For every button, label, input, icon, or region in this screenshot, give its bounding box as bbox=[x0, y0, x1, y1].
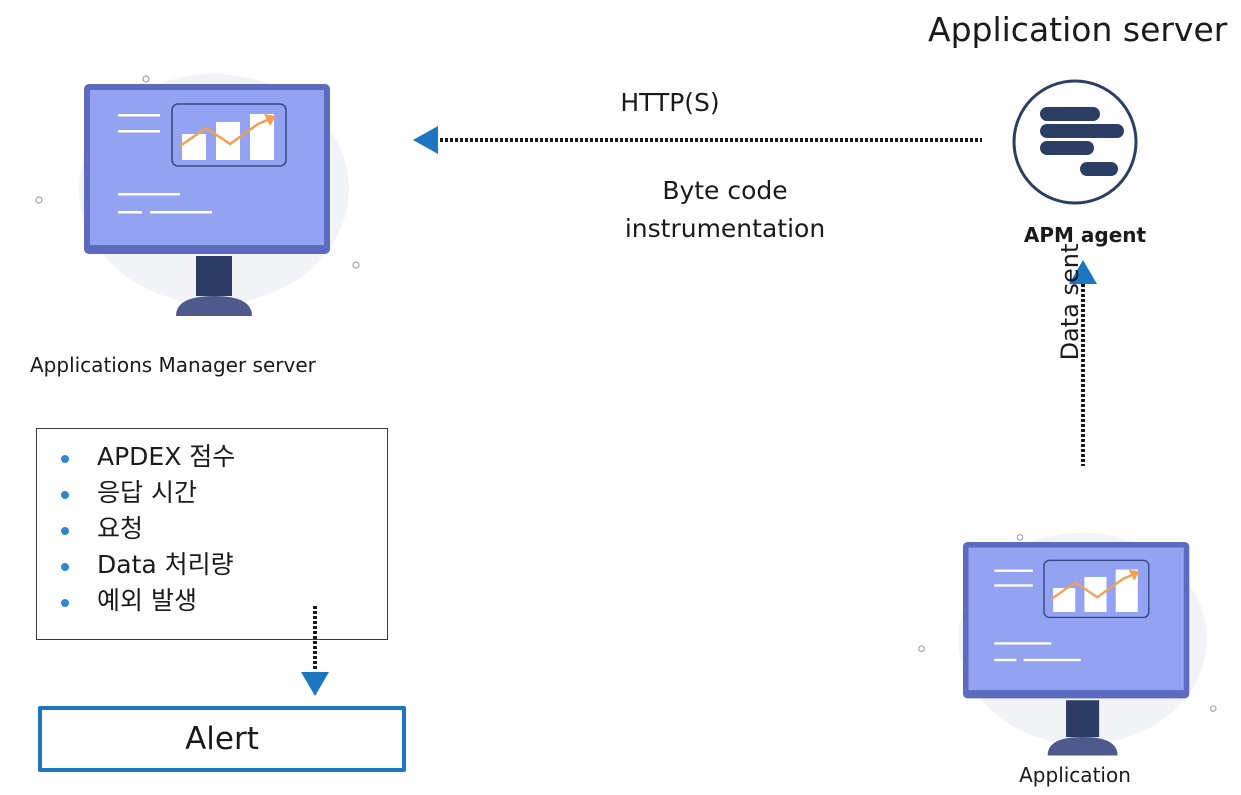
application-monitor-icon bbox=[917, 531, 1218, 757]
metric-item: 응답 시간 bbox=[61, 475, 387, 511]
arrow-down-icon bbox=[301, 606, 329, 696]
http-label: HTTP(S) bbox=[620, 88, 720, 117]
arrow-up-icon bbox=[1069, 260, 1097, 466]
metric-item: APDEX 점수 bbox=[61, 439, 387, 475]
bullet-icon bbox=[61, 527, 69, 535]
metric-label: APDEX 점수 bbox=[97, 442, 236, 471]
apps-manager-label: Applications Manager server bbox=[30, 353, 316, 377]
bytecode-instrumentation-label: Byte code instrumentation bbox=[590, 172, 860, 248]
metric-label: Data 처리량 bbox=[97, 550, 234, 579]
apm-agent-label: APM agent bbox=[1023, 223, 1147, 247]
apm-agent-logo-icon bbox=[1012, 79, 1138, 205]
application-server-title: Application server bbox=[928, 10, 1228, 49]
alert-box: Alert bbox=[38, 706, 406, 772]
metric-label: 예외 발생 bbox=[97, 586, 197, 615]
bullet-icon bbox=[61, 455, 69, 463]
bci-line-2: instrumentation bbox=[624, 214, 826, 243]
application-label: Application bbox=[1019, 763, 1131, 787]
bullet-icon bbox=[61, 563, 69, 571]
metric-label: 응답 시간 bbox=[97, 478, 197, 507]
metric-item: Data 처리량 bbox=[61, 547, 387, 583]
metric-item: 요청 bbox=[61, 511, 387, 547]
metrics-list-box: APDEX 점수 응답 시간 요청 Data 처리량 예외 발생 bbox=[36, 428, 388, 640]
arrow-left-icon bbox=[413, 126, 982, 154]
bullet-icon bbox=[61, 491, 69, 499]
data-sent-label: Data sent bbox=[1056, 243, 1084, 361]
apps-manager-monitor-icon bbox=[34, 72, 361, 318]
bullet-icon bbox=[61, 599, 69, 607]
metrics-list: APDEX 점수 응답 시간 요청 Data 처리량 예외 발생 bbox=[37, 429, 387, 619]
metric-label: 요청 bbox=[97, 514, 144, 543]
bci-line-1: Byte code bbox=[662, 176, 788, 205]
metric-item: 예외 발생 bbox=[61, 583, 387, 619]
